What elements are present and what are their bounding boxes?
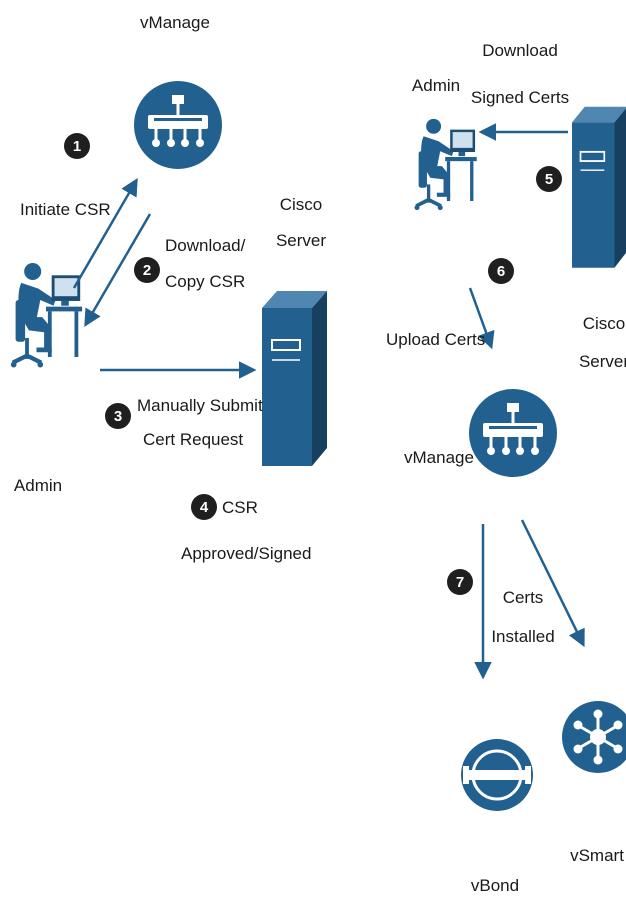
admin-workstation-icon	[11, 263, 82, 368]
svg-text:4: 4	[200, 499, 209, 516]
svg-text:2: 2	[143, 262, 151, 279]
vmanage-label-left: vManage	[140, 13, 210, 32]
initiate-csr-arrow	[74, 181, 136, 288]
step-7-text-line1: Certs	[503, 588, 544, 607]
step-2-text-line1: Download/	[165, 236, 246, 255]
cisco-server-label-line2-left: Server	[276, 231, 326, 250]
server-tower-icon-right	[572, 107, 626, 268]
vsmart-label: vSmart	[570, 846, 624, 865]
svg-text:6: 6	[497, 263, 505, 280]
step-3-badge: 3	[105, 403, 131, 429]
cisco-server-label-line1-right: Cisco	[583, 314, 626, 333]
vmanage-label-right: vManage	[404, 448, 474, 467]
admin-label-left: Admin	[14, 476, 62, 495]
svg-text:5: 5	[545, 171, 553, 188]
step-2-badge: 2	[134, 257, 160, 283]
certs-installed-vsmart-arrow	[522, 520, 583, 644]
right-panel: Admin Download Signed Certs 5 Cisco Serv…	[386, 41, 626, 895]
step-7-text-line2: Installed	[491, 627, 554, 646]
vmanage-router-icon	[134, 81, 222, 169]
step-6-badge: 6	[488, 258, 514, 284]
step-1-badge: 1	[64, 133, 90, 159]
vbond-label: vBond	[471, 876, 519, 895]
step-5-text-line2: Signed Certs	[471, 88, 569, 107]
step-5-badge: 5	[536, 166, 562, 192]
admin-workstation-icon-right	[414, 119, 476, 210]
step-4-badge: 4	[191, 494, 217, 520]
svg-text:7: 7	[456, 574, 464, 591]
left-panel: vManage Cisco Server Admin 1 Initiate CS…	[11, 13, 327, 563]
step-3-text-line2: Cert Request	[143, 430, 243, 449]
step-6-text: Upload Certs	[386, 330, 485, 349]
cisco-server-label-line1-left: Cisco	[280, 195, 323, 214]
svg-text:1: 1	[73, 138, 81, 155]
svg-text:3: 3	[114, 408, 122, 425]
cisco-server-label-line2-right: Server	[579, 352, 626, 371]
step-1-text: Initiate CSR	[20, 200, 111, 219]
step-4-text-line1: CSR	[222, 498, 258, 517]
step-4-text-line2: Approved/Signed	[181, 544, 311, 563]
vbond-orchestrator-icon	[461, 739, 533, 811]
step-7-badge: 7	[447, 569, 473, 595]
step-3-text-line1: Manually Submit	[137, 396, 263, 415]
admin-label-right: Admin	[412, 76, 460, 95]
vsmart-controller-icon	[562, 701, 626, 773]
server-tower-icon	[262, 291, 327, 466]
vmanage-router-icon-right	[469, 389, 557, 477]
step-5-text-line1: Download	[482, 41, 558, 60]
step-2-text-line2: Copy CSR	[165, 272, 245, 291]
